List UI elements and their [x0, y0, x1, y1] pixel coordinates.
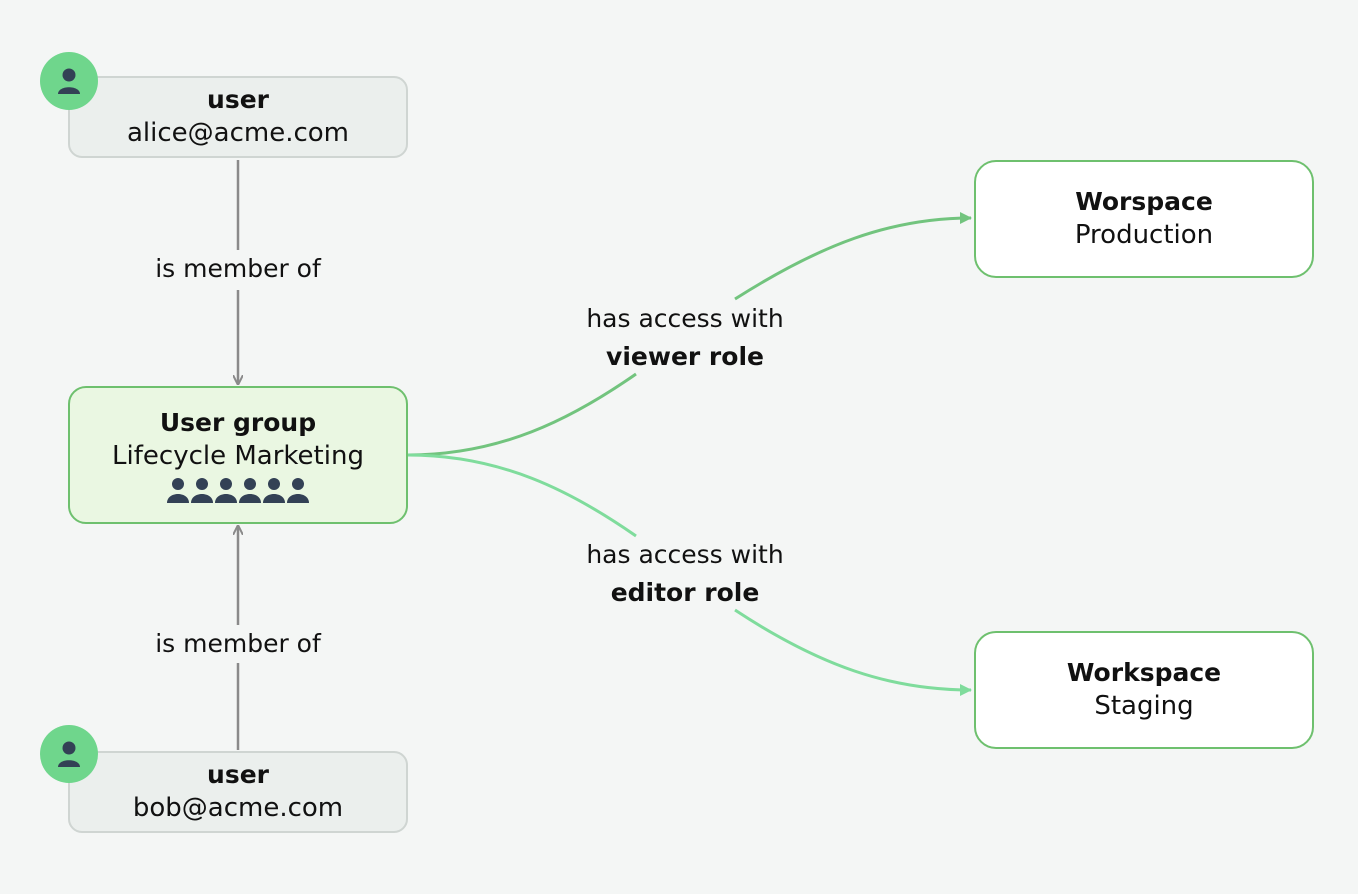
edge-label-role: editor role — [610, 578, 760, 607]
edge-group-to-production-start — [407, 372, 637, 457]
workspace-node-kind: Workspace — [1066, 658, 1222, 687]
member-person-icon — [263, 478, 285, 503]
user-node-kind: user — [207, 760, 269, 789]
user-group-node[interactable]: User group Lifecycle Marketing — [68, 386, 408, 524]
workspace-node-staging[interactable]: Workspace Staging — [974, 631, 1314, 749]
user-avatar-icon — [40, 725, 98, 783]
edge-group-to-staging-end — [734, 608, 972, 696]
group-members-icon — [167, 477, 309, 503]
member-person-icon — [167, 478, 189, 503]
workspace-node-kind: Worspace — [1075, 187, 1213, 216]
member-person-icon — [239, 478, 261, 503]
edge-label-role: viewer role — [606, 342, 764, 371]
user-node-email: alice@acme.com — [126, 118, 349, 148]
member-person-icon — [287, 478, 309, 503]
workspace-node-production[interactable]: Worspace Production — [974, 160, 1314, 278]
group-node-name: Lifecycle Marketing — [112, 441, 364, 471]
user-node-bob[interactable]: user bob@acme.com — [68, 751, 408, 833]
user-node-kind: user — [207, 85, 269, 114]
edge-label-text: has access with — [586, 304, 784, 333]
edge-label-alice-membership: is member of — [138, 252, 338, 286]
user-avatar-icon — [40, 52, 98, 110]
edge-group-to-production-end — [734, 212, 972, 301]
workspace-node-name: Production — [1074, 220, 1214, 250]
edge-label-text: has access with — [586, 540, 784, 569]
edge-label-editor-access: has access with editor role — [565, 538, 805, 610]
edge-label-text: is member of — [155, 629, 321, 658]
edge-label-viewer-access: has access with viewer role — [565, 302, 805, 374]
workspace-node-name: Staging — [1094, 691, 1194, 721]
edge-group-to-staging-start — [407, 453, 637, 538]
group-node-kind: User group — [159, 408, 317, 437]
user-node-email: bob@acme.com — [132, 793, 344, 823]
member-person-icon — [215, 478, 237, 503]
user-node-alice[interactable]: user alice@acme.com — [68, 76, 408, 158]
edge-label-text: is member of — [155, 254, 321, 283]
edge-label-bob-membership: is member of — [138, 627, 338, 661]
member-person-icon — [191, 478, 213, 503]
